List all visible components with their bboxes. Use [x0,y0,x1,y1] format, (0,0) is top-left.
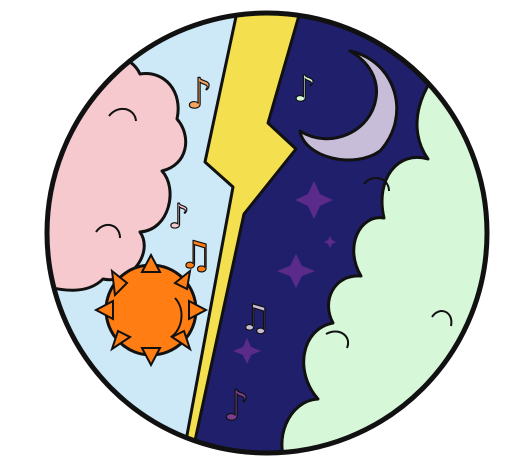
music-note-icon: ♪ [293,69,316,110]
green-cloud-swirl [363,176,390,192]
pink-cloud-swirl [95,223,121,239]
lightning-bolt-icon [178,13,302,453]
music-note-icon: ♫ [179,233,213,277]
music-note-icon: ♪ [168,197,190,237]
music-note-icon: ♪ [186,69,213,118]
pink-cloud-swirl [108,107,137,122]
sun-icon [93,252,209,368]
green-cloud-swirl [431,310,453,327]
music-note-icon: ♫ [239,298,271,339]
star-icon [233,338,261,364]
green-cloud-swirl [325,330,350,349]
star-icon [324,236,336,248]
star-icon [295,181,333,219]
music-note-icon: ♪ [223,381,250,430]
badge-border [44,10,490,456]
star-icon [277,254,315,288]
moon-icon [298,49,399,162]
